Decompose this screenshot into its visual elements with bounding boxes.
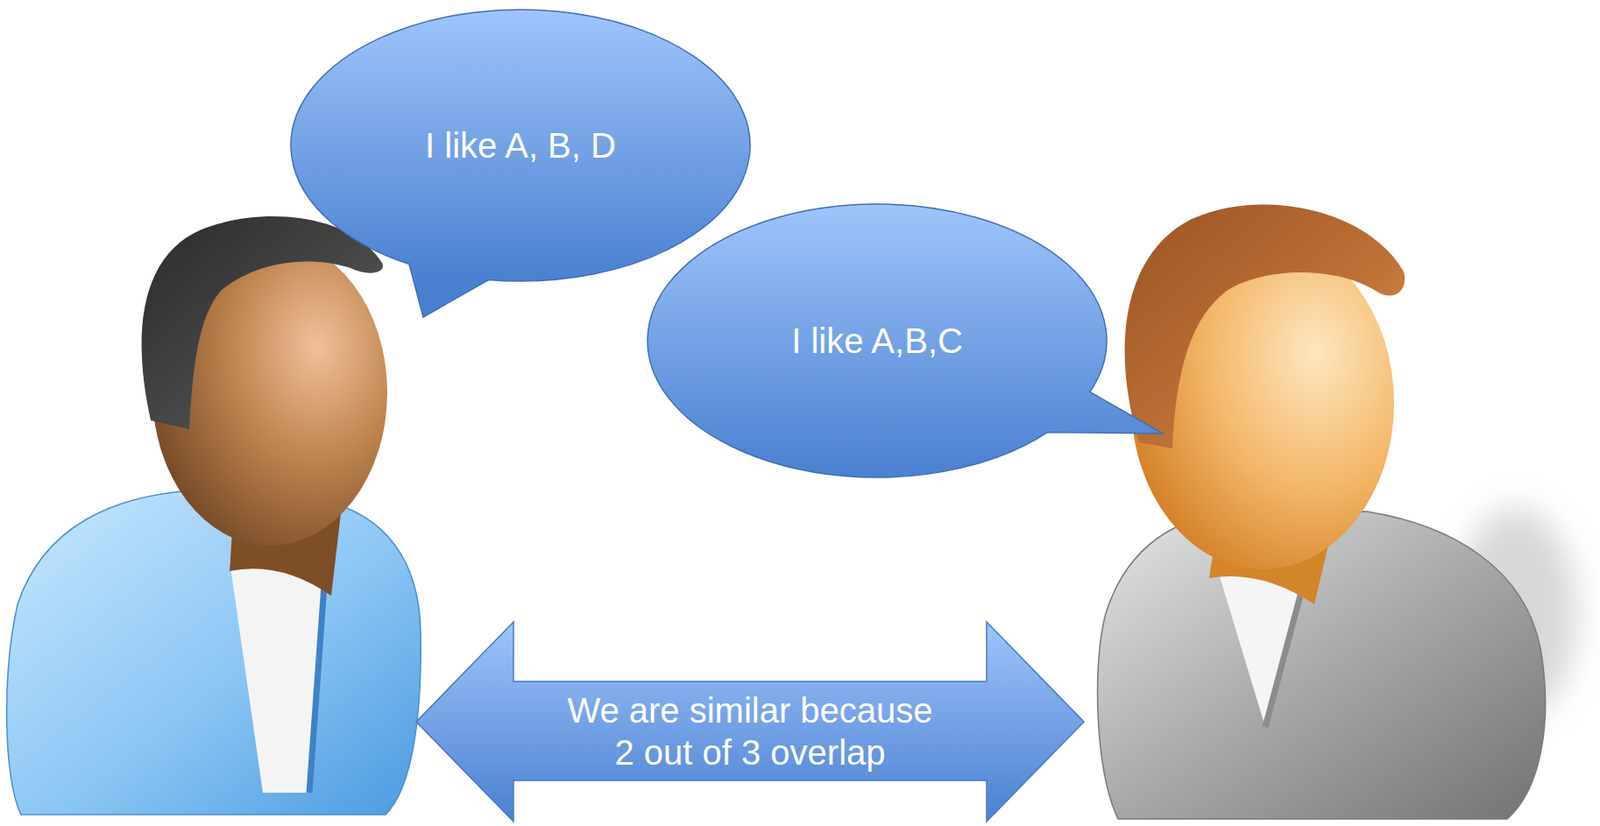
arrow-shape bbox=[416, 622, 1084, 822]
text-run: I like A,B,C bbox=[791, 321, 963, 361]
person-lapel bbox=[309, 560, 326, 793]
text-holder: I like A, B, D bbox=[290, 9, 751, 282]
person-shirt bbox=[229, 560, 326, 793]
speech-bubble: I like A, B, D bbox=[290, 9, 751, 282]
text-holder: I like A,B,C bbox=[647, 204, 1107, 478]
speech-bubble: I like A,B,C bbox=[647, 204, 1107, 478]
bubble-text: I like A, B, D bbox=[424, 124, 616, 167]
person-body bbox=[7, 490, 422, 815]
text-holder: We are similar because 2 out of 3 overla… bbox=[513, 681, 987, 781]
person-hair bbox=[141, 216, 383, 430]
person-hair bbox=[1125, 204, 1406, 449]
text-run: I like A, B, D bbox=[424, 126, 616, 165]
person-icon-right bbox=[1097, 204, 1578, 820]
person-icon-left bbox=[7, 216, 422, 815]
bubble-shape bbox=[647, 204, 1163, 478]
bubble-text: I like A,B,C bbox=[791, 319, 963, 362]
arrow-label: We are similar because 2 out of 3 overla… bbox=[561, 689, 939, 774]
double-arrow: We are similar because 2 out of 3 overla… bbox=[416, 622, 1084, 822]
